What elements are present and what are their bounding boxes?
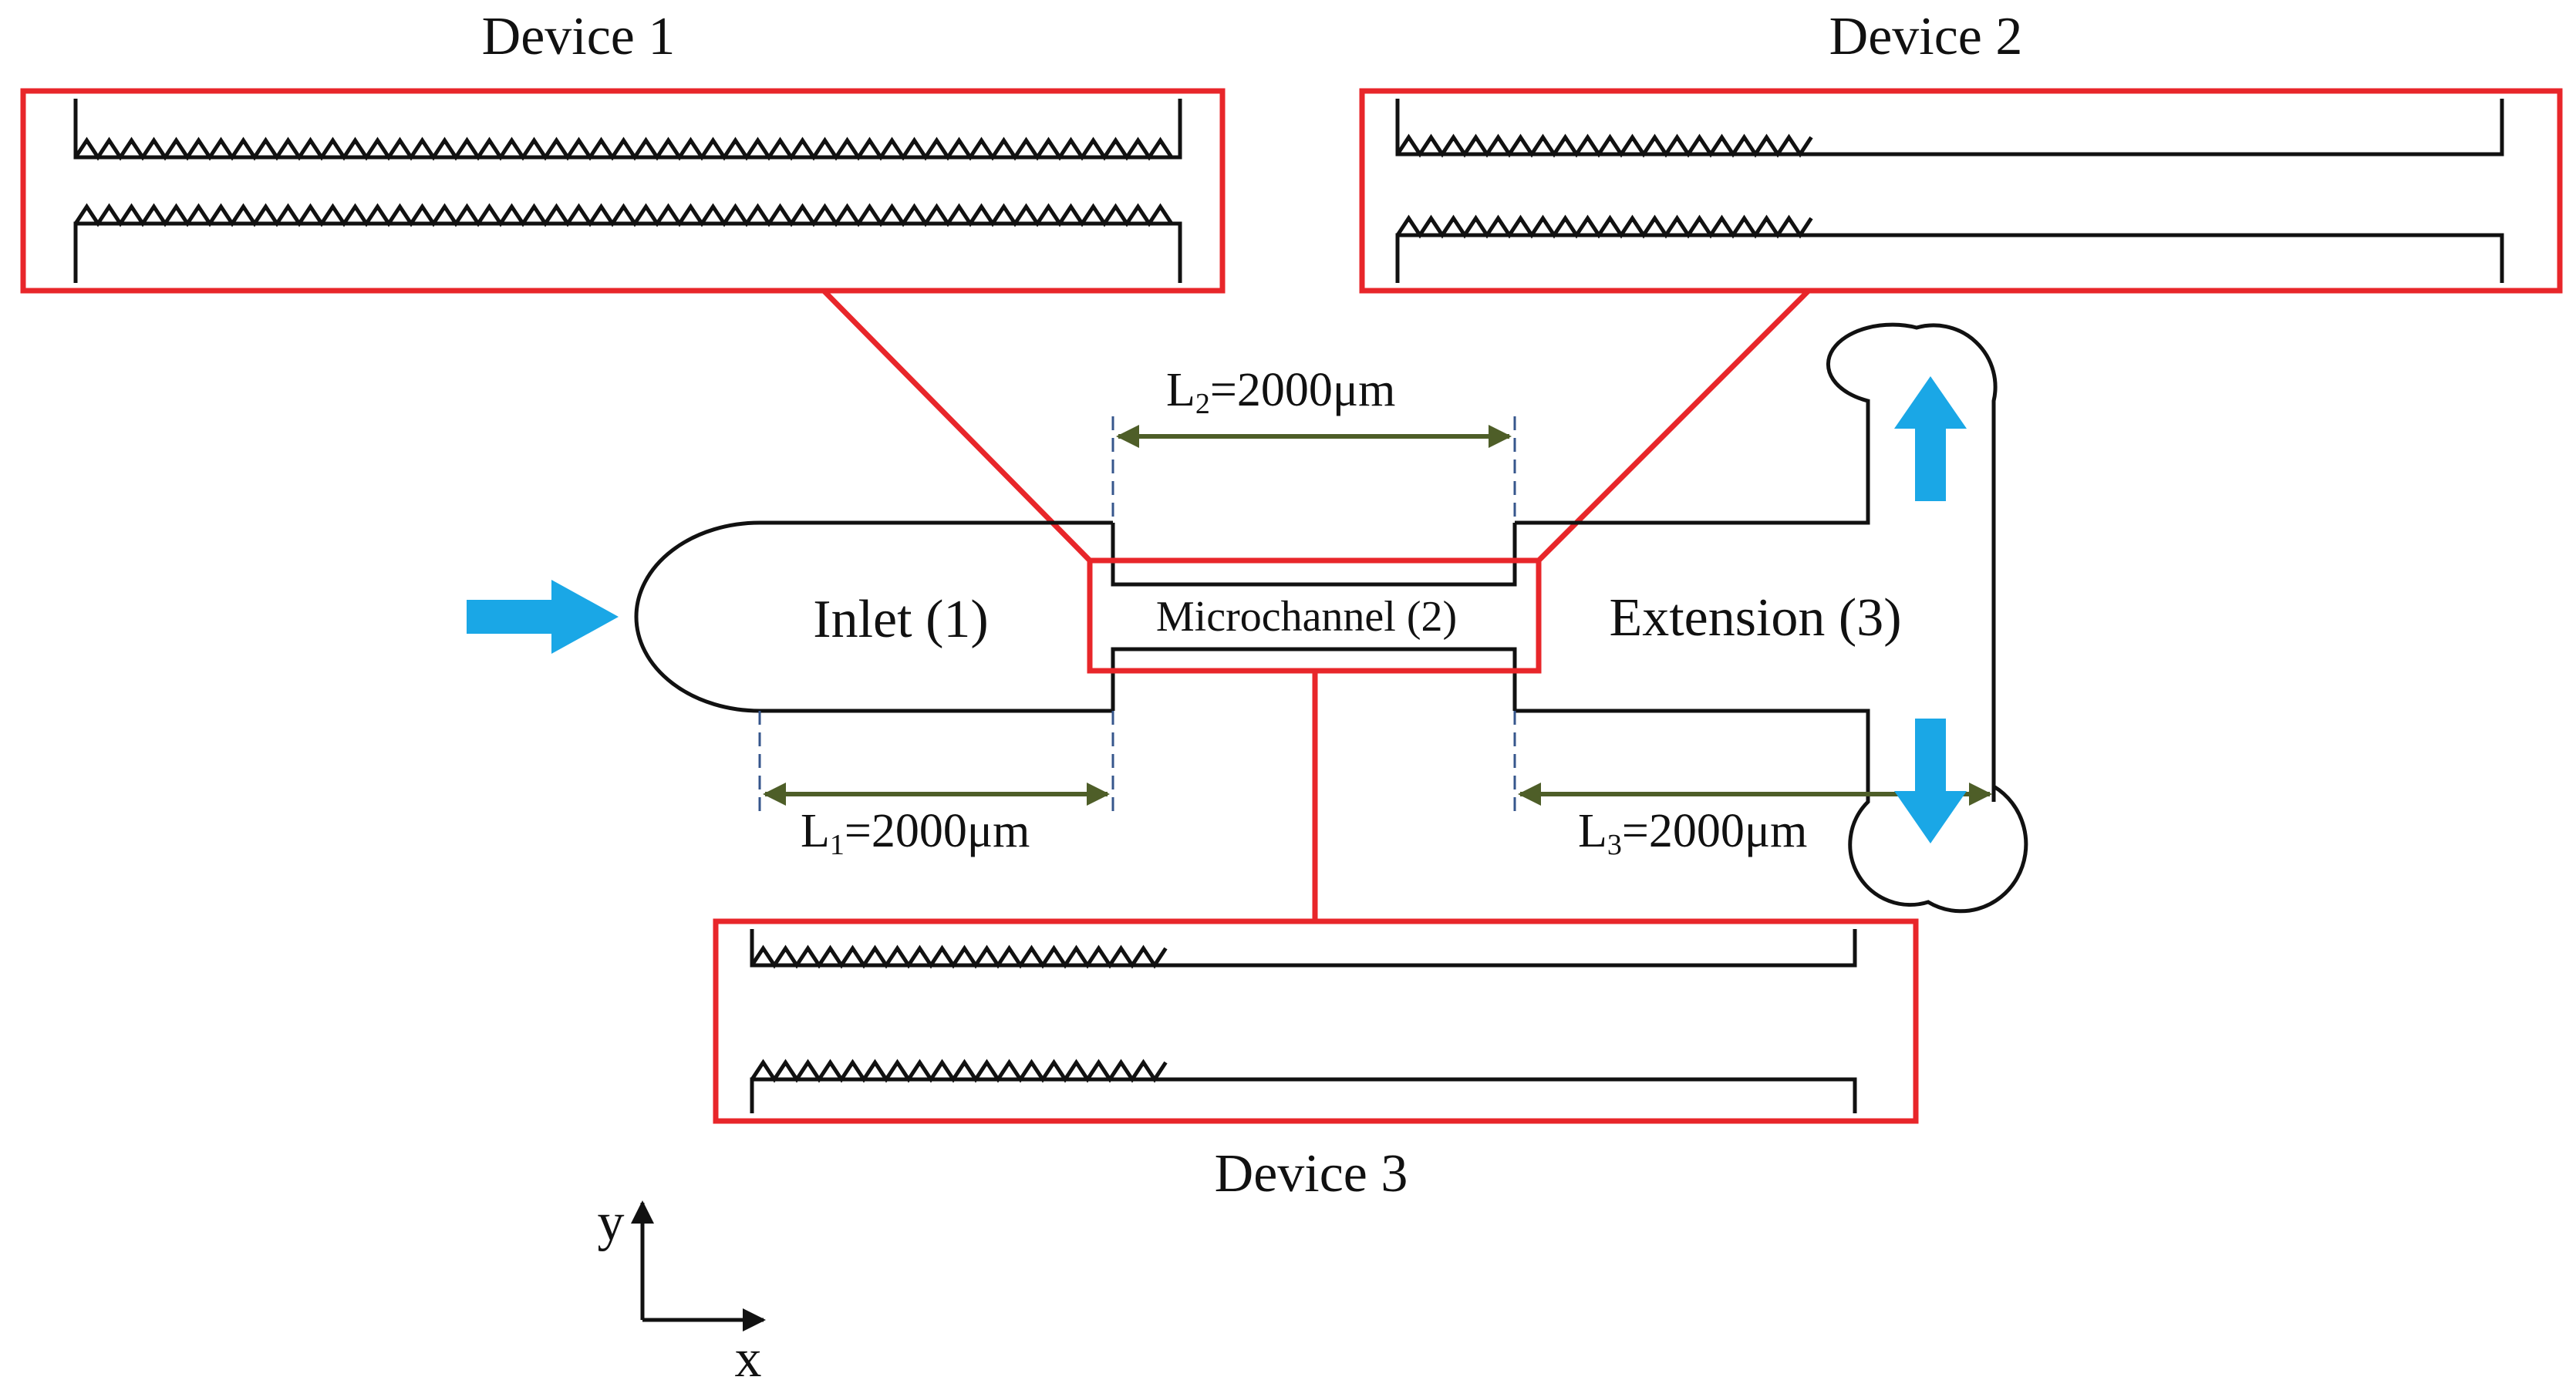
l2-dimension-label: L2=2000μm [1166, 364, 1395, 420]
coordinate-axes: y x [598, 1193, 766, 1387]
extension-chamber [1515, 322, 2028, 914]
microchannel-label: Microchannel (2) [1156, 593, 1457, 641]
device-1-zoom-panel [20, 88, 1226, 294]
device-1-leader-line [821, 288, 1092, 563]
device-3-bottom-wall [750, 1077, 1857, 1113]
device-3-zoom-panel [713, 918, 1919, 1124]
l3-dimension-label: L3=2000μm [1578, 805, 1807, 861]
inlet-chamber [634, 520, 1113, 713]
outflow-up-arrow-icon [1894, 376, 1967, 501]
device-3-top-serration [750, 944, 1168, 969]
device-3-label: Device 3 [1215, 1144, 1408, 1204]
device-1-bottom-serration [73, 203, 1174, 227]
microchannel-zoom-box [1087, 557, 1542, 674]
device-2-leader-line [1536, 288, 1811, 563]
microchannel-bottom-wall [1111, 647, 1517, 711]
device-2-bottom-wall [1395, 233, 2504, 283]
inflow-arrow-icon [467, 580, 619, 654]
inlet-label: Inlet (1) [813, 590, 988, 649]
outflow-down-arrow-icon [1894, 719, 1967, 843]
device-2-label: Device 2 [1829, 7, 2023, 66]
device-1-frame [20, 88, 1226, 294]
device-1-top-wall [73, 99, 1182, 160]
device-1-top-serration [73, 136, 1174, 161]
extension-label: Extension (3) [1609, 588, 1901, 648]
device-2-zoom-panel [1359, 88, 2563, 294]
device-1-label: Device 1 [482, 7, 676, 66]
device-2-frame [1359, 88, 2563, 294]
channel-geometry [634, 322, 2028, 914]
device-3-bottom-serration [750, 1059, 1168, 1083]
device-2-bottom-serration [1395, 214, 1813, 239]
microchannel-top-wall [1111, 523, 1517, 587]
device-2-top-serration [1395, 133, 1813, 158]
device-1-bottom-wall [73, 221, 1182, 283]
device-3-top-wall [750, 929, 1857, 968]
x-axis-label: x [735, 1329, 762, 1387]
device-2-top-wall [1395, 99, 2504, 157]
l1-dimension-label: L1=2000μm [801, 805, 1030, 861]
y-axis-label: y [598, 1193, 625, 1252]
